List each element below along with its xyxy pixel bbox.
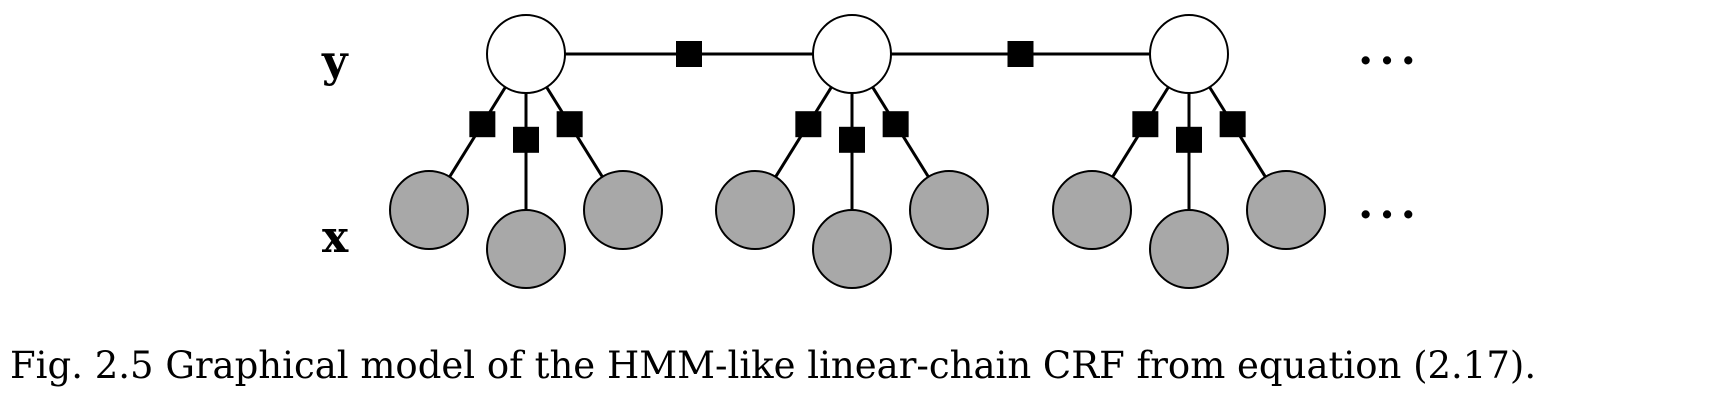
emission-factor — [839, 126, 865, 153]
label-y: y — [321, 36, 349, 87]
transition-factor — [1007, 41, 1034, 67]
observed-node — [389, 170, 469, 250]
figure-caption: Fig. 2.5 Graphical model of the HMM-like… — [10, 344, 1537, 387]
ellipsis-bottom: ... — [1358, 178, 1422, 229]
factors — [469, 41, 1246, 153]
observed-node — [1246, 170, 1326, 250]
observed-node — [909, 170, 989, 250]
observed-node — [812, 209, 892, 289]
ellipsis-top: ... — [1358, 24, 1422, 75]
nodes — [389, 14, 1326, 289]
observed-node — [486, 209, 566, 289]
hidden-node — [1149, 14, 1229, 94]
observed-node — [583, 170, 663, 250]
emission-factor — [1219, 111, 1246, 138]
hidden-node — [812, 14, 892, 94]
emission-factor — [1132, 111, 1159, 138]
observed-node — [1149, 209, 1229, 289]
observed-node — [715, 170, 795, 250]
emission-factor — [882, 111, 909, 138]
emission-factor — [795, 111, 822, 138]
label-x: x — [322, 212, 349, 263]
emission-factor — [556, 111, 583, 138]
transition-factor — [676, 41, 702, 67]
crf-diagram: y x ... ... — [321, 14, 1422, 289]
emission-factor — [1176, 126, 1202, 153]
emission-factor — [469, 111, 496, 138]
emission-factor — [513, 126, 539, 153]
observed-node — [1052, 170, 1132, 250]
hidden-node — [486, 14, 566, 94]
